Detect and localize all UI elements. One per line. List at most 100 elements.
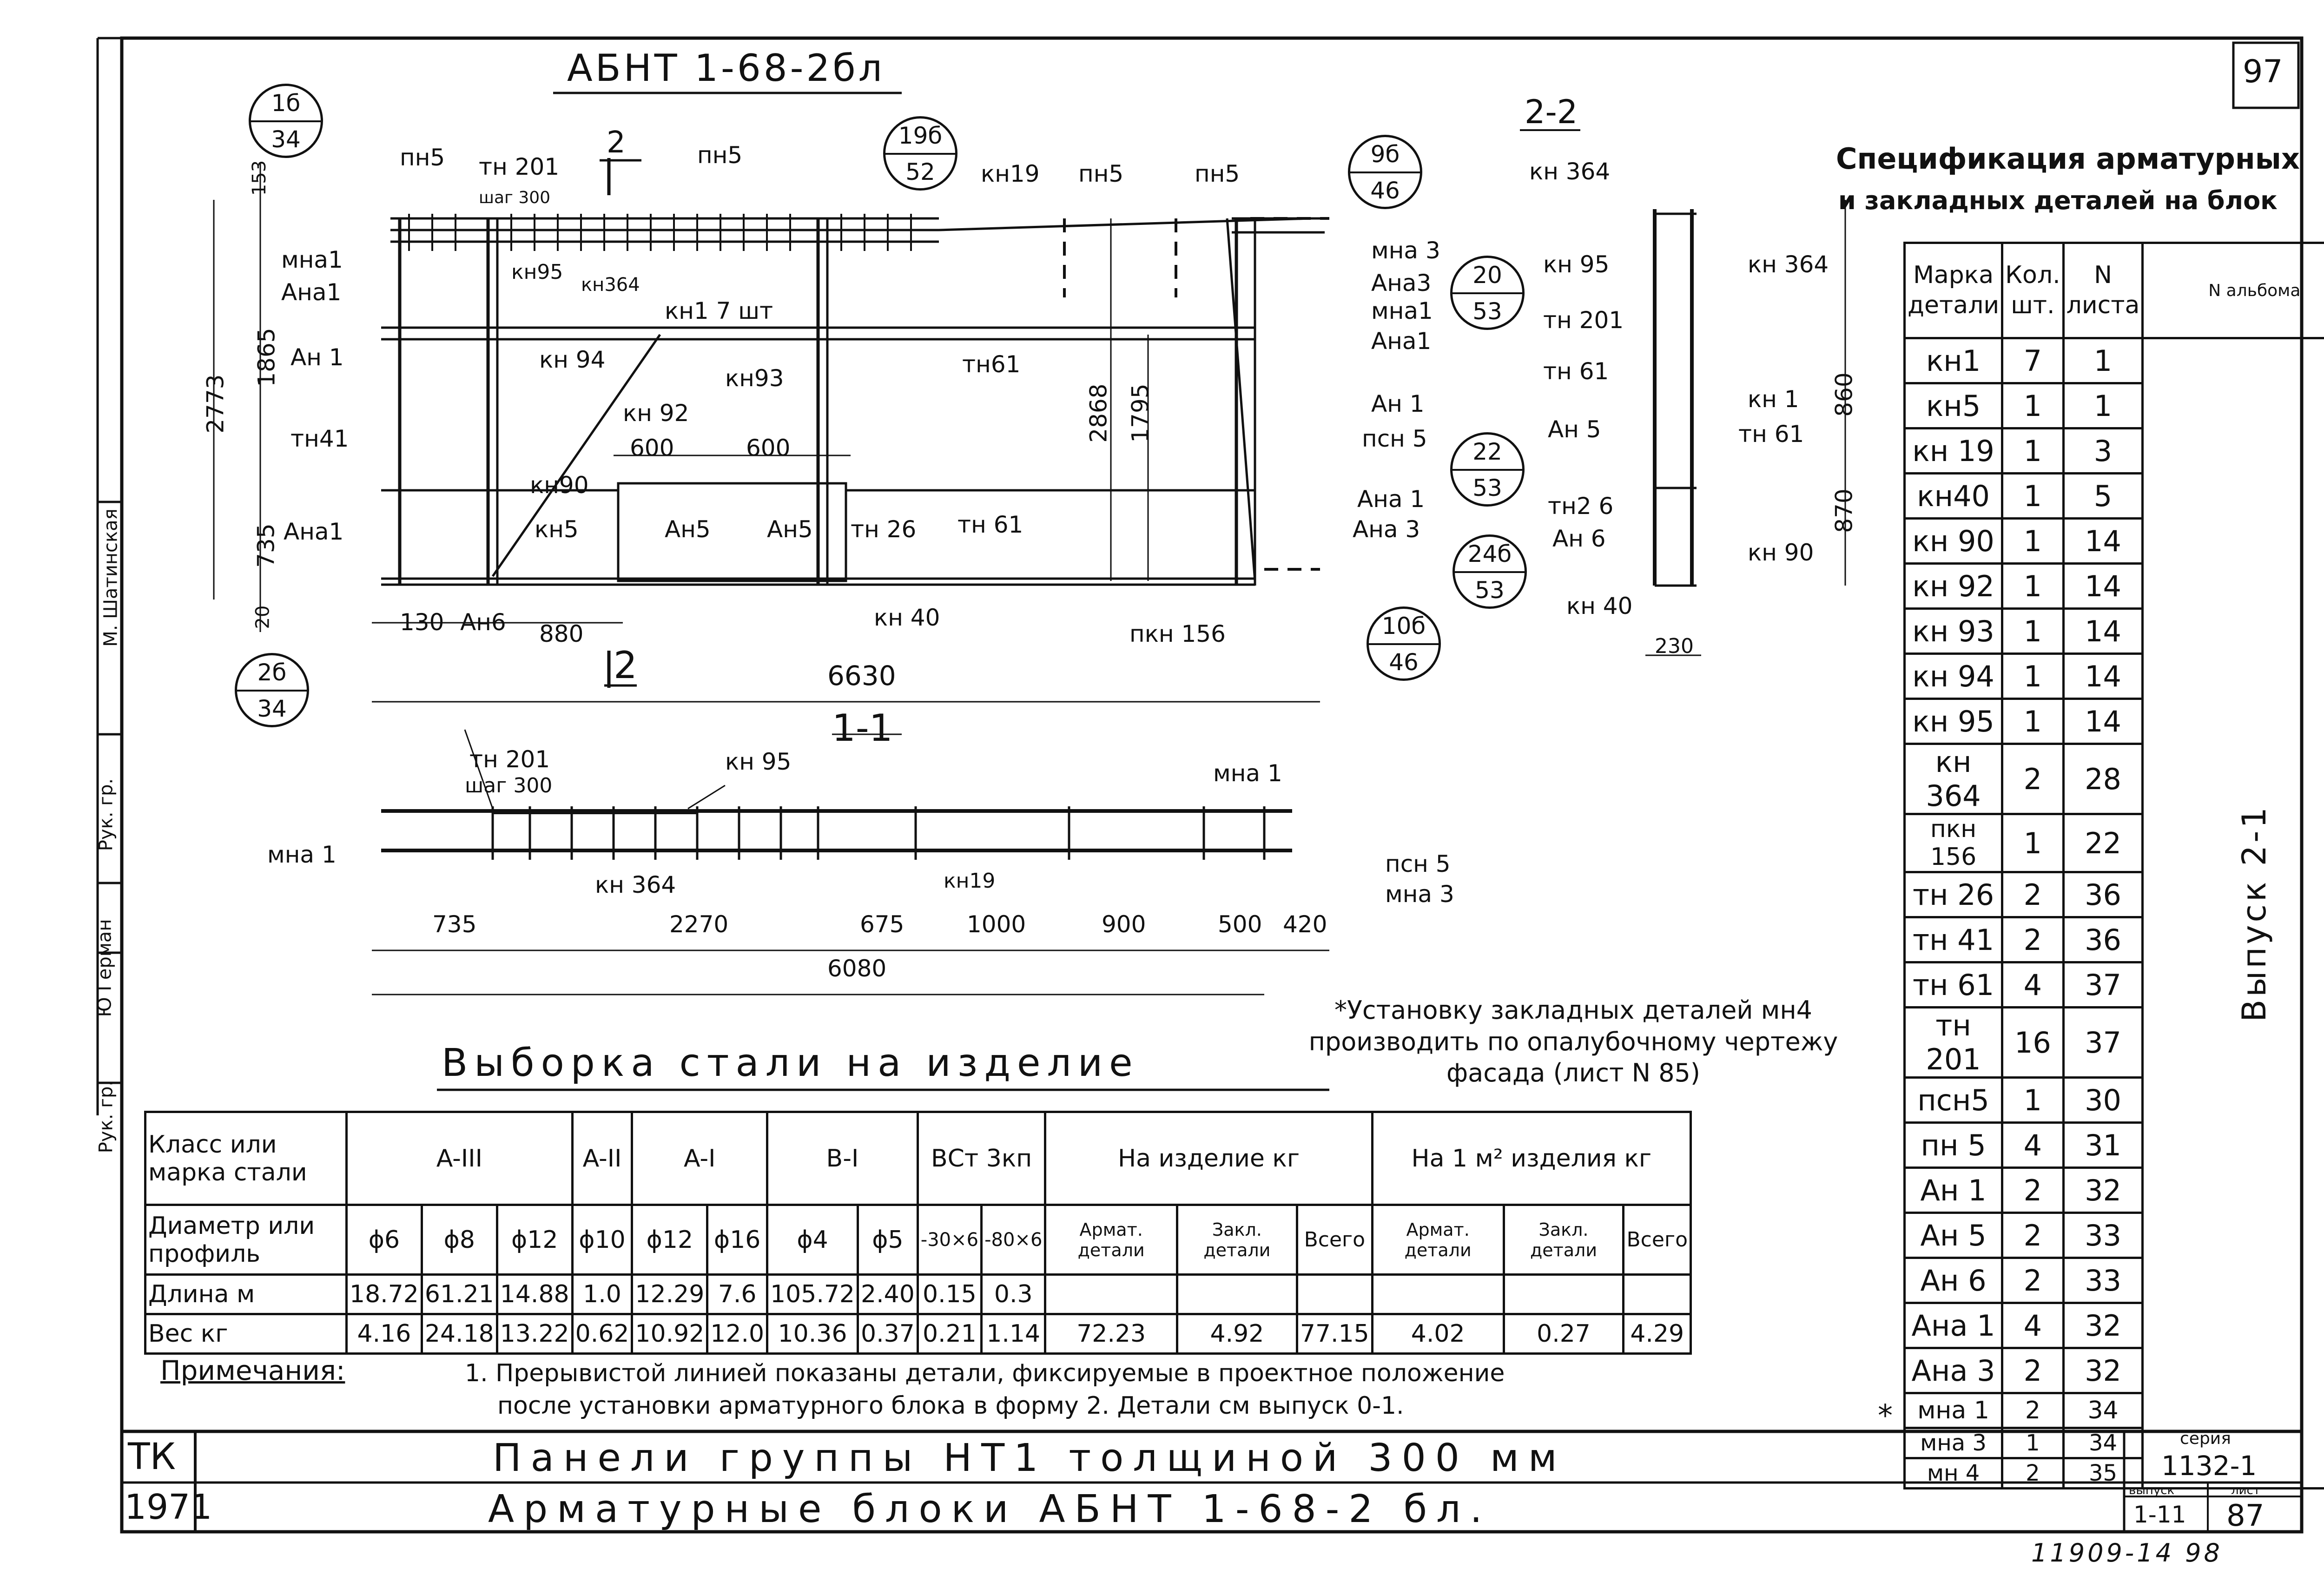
label-tn61: тн61 — [962, 351, 1021, 378]
label-an1: Ан 1 — [1371, 390, 1425, 417]
dim-675: 675 — [860, 911, 905, 938]
weight-cell: 4.02 — [1371, 1313, 1505, 1355]
per-m2-header: На 1 м² изделия кг — [1371, 1111, 1692, 1206]
spec-cell: 33 — [2062, 1257, 2144, 1304]
diam-cell: ϕ10 — [571, 1204, 634, 1276]
spec-cell: кн 19 — [1903, 427, 2004, 474]
weight-cell: 4.16 — [345, 1313, 423, 1355]
spec-cell: 36 — [2062, 871, 2144, 918]
spec-cell: 2 — [2001, 1212, 2065, 1259]
label-pkn156: пкн 156 — [1129, 620, 1226, 647]
sheet-value: 87 — [2226, 1499, 2265, 1533]
label-ana3: Ана3 — [1371, 270, 1432, 297]
sub-header: Армат. детали — [1044, 1204, 1178, 1276]
spec-cell: тн 61 — [1903, 961, 2004, 1008]
spec-cell: кн5 — [1903, 382, 2004, 429]
spec-cell: 1 — [2001, 517, 2065, 565]
spec-album-cell: Выпуск 2-1 — [2141, 337, 2324, 1489]
length-cell: 18.72 — [345, 1273, 423, 1315]
steel-table: Класс или марка стали A-III A-II A-I B-I… — [144, 1111, 1692, 1355]
label-kn40: кн 40 — [1566, 593, 1633, 619]
per-item-header: На изделие кг — [1044, 1111, 1373, 1206]
label-ana3: Ана 3 — [1353, 516, 1420, 543]
label-an5: Ан5 — [665, 516, 711, 543]
spec-cell: 14 — [2062, 562, 2144, 610]
spec-cell: 2 — [2001, 1166, 2065, 1214]
spec-cell: 36 — [2062, 916, 2144, 963]
length-label: Длина м — [144, 1273, 348, 1315]
steel-class: A-II — [571, 1111, 634, 1206]
label-kn90: кн 90 — [1748, 539, 1814, 566]
weight-label: Вес кг — [144, 1313, 348, 1355]
sub-header: Всего — [1622, 1204, 1692, 1276]
length-cell: 1.0 — [571, 1273, 634, 1315]
weight-cell: 1.14 — [980, 1313, 1047, 1355]
label-mna3: мна 3 — [1371, 237, 1440, 264]
weight-cell: 10.36 — [766, 1313, 859, 1355]
spec-cell: 35 — [2062, 1457, 2144, 1489]
spec-cell: 1 — [2001, 1076, 2065, 1124]
dim-500: 500 — [1218, 911, 1262, 938]
label-kn19: кн19 — [981, 160, 1040, 187]
steel-class: ВСт 3кп — [916, 1111, 1047, 1206]
length-cell: 2.40 — [857, 1273, 919, 1315]
cut-mark-2-bottom: 2 — [614, 644, 637, 687]
dim-2868: 2868 — [1085, 383, 1112, 443]
notes-label: Примечания: — [160, 1355, 345, 1386]
weight-cell: 0.21 — [916, 1313, 983, 1355]
spec-cell: 30 — [2062, 1076, 2144, 1124]
label-pn5: пн5 — [697, 142, 743, 169]
spec-title-line1: Спецификация арматурных — [1836, 142, 2300, 176]
weight-cell: 12.0 — [706, 1313, 769, 1355]
dim-153: 153 — [249, 160, 271, 196]
label-pn5: пн5 — [1078, 160, 1124, 187]
weight-cell: 0.37 — [857, 1313, 919, 1355]
dim-1795: 1795 — [1127, 383, 1154, 443]
spec-cell: 14 — [2062, 517, 2144, 565]
notes-line-1: 1. Прерывистой линией показаны детали, ф… — [465, 1359, 1505, 1387]
spec-cell: Ана 1 — [1903, 1302, 2004, 1349]
steel-class: A-I — [631, 1111, 769, 1206]
diam-cell: -30×6 — [916, 1204, 983, 1276]
label-ana1: Ана1 — [281, 279, 342, 306]
spec-cell: тн 41 — [1903, 916, 2004, 963]
page-number: 97 — [2243, 53, 2283, 90]
spec-cell: мн 4 — [1903, 1457, 2004, 1489]
spec-cell: 32 — [2062, 1347, 2144, 1394]
dim-600: 600 — [746, 435, 791, 461]
spec-cell: 4 — [2001, 1121, 2065, 1169]
label-mna1: мна 1 — [267, 841, 337, 868]
spec-cell: 2 — [2001, 1347, 2065, 1394]
spec-cell: 14 — [2062, 607, 2144, 655]
spec-cell: Ан 6 — [1903, 1257, 2004, 1304]
label-tn26: тн 26 — [851, 516, 917, 543]
issue-value: 1-11 — [2133, 1501, 2186, 1528]
spec-cell: 28 — [2062, 743, 2144, 815]
length-cell: 7.6 — [706, 1273, 769, 1315]
title-code-tk: ТК — [128, 1436, 176, 1478]
spec-cell: 1 — [2001, 607, 2065, 655]
label-mna1: мна1 — [1371, 297, 1433, 324]
label-mna1: мна 1 — [1213, 760, 1282, 787]
label-kn90: кн90 — [530, 472, 589, 499]
length-cell: 12.29 — [631, 1273, 709, 1315]
length-cell: 105.72 — [766, 1273, 859, 1315]
title-line-1: Панели группы НТ1 толщиной 300 мм — [493, 1436, 1566, 1480]
length-cell: 14.88 — [495, 1273, 574, 1315]
spec-cell: 22 — [2062, 813, 2144, 873]
label-ana1: Ана 1 — [1357, 486, 1425, 513]
diam-cell: ϕ5 — [857, 1204, 919, 1276]
label-kn95: кн 95 — [1543, 251, 1610, 278]
spec-cell: 2 — [2001, 1257, 2065, 1304]
spec-cell: пкн 156 — [1903, 813, 2004, 873]
spec-cell: 33 — [2062, 1212, 2144, 1259]
spec-album: Выпуск 2-1 — [2235, 804, 2274, 1022]
diam-cell: ϕ8 — [420, 1204, 498, 1276]
diam-cell: -80×6 — [980, 1204, 1047, 1276]
stamp-german: Ю Герман — [94, 919, 116, 1017]
label-tn61: тн 61 — [957, 511, 1023, 538]
dim-600: 600 — [630, 435, 674, 461]
